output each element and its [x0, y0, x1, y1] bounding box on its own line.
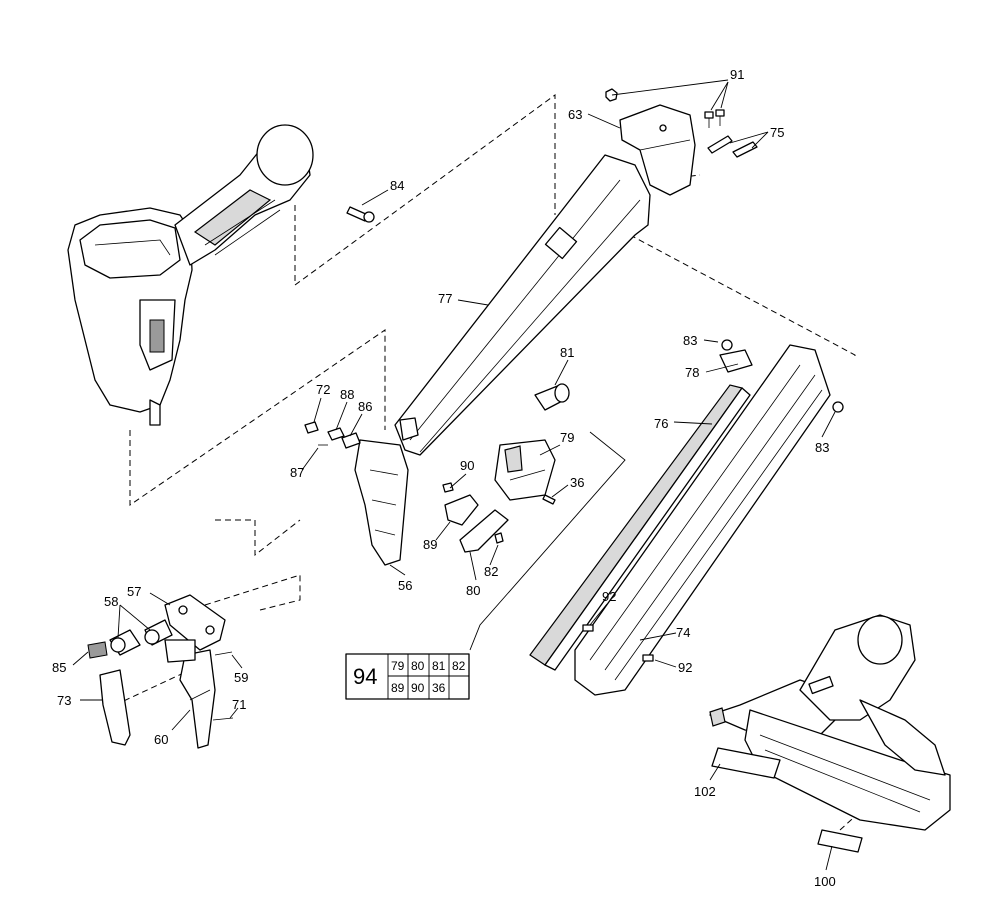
- callout-73: 73: [57, 693, 71, 708]
- assembled-nailer: [709, 614, 951, 831]
- label-strips: [711, 747, 863, 853]
- screws-top: [346, 88, 758, 223]
- callout-78: 78: [685, 365, 699, 380]
- callout-81: 81: [560, 345, 574, 360]
- callout-92-lower: 92: [678, 660, 692, 675]
- link-plate: [304, 421, 409, 566]
- bushing: [534, 383, 570, 411]
- kit-cell-36: 36: [432, 681, 446, 695]
- callout-79: 79: [560, 430, 574, 445]
- kit-number: 94: [353, 664, 377, 689]
- callout-89: 89: [423, 537, 437, 552]
- callout-88: 88: [340, 387, 354, 402]
- callout-63: 63: [568, 107, 582, 122]
- kit-cell-90: 90: [411, 681, 425, 695]
- callout-85: 85: [52, 660, 66, 675]
- kit-cell-82: 82: [452, 659, 466, 673]
- kit-cell-79: 79: [391, 659, 405, 673]
- kit-cell-89: 89: [391, 681, 405, 695]
- lower-plate-group: [87, 594, 226, 659]
- leader-lines: [72, 79, 836, 871]
- feed-arm: [394, 154, 651, 456]
- callout-60: 60: [154, 732, 168, 747]
- callout-59: 59: [234, 670, 248, 685]
- callout-80: 80: [466, 583, 480, 598]
- callout-82: 82: [484, 564, 498, 579]
- callout-83-right: 83: [815, 440, 829, 455]
- kit-cell-80: 80: [411, 659, 425, 673]
- top-bracket: [619, 104, 696, 196]
- callout-57: 57: [127, 584, 141, 599]
- callout-87: 87: [290, 465, 304, 480]
- kit-table: 94 79 80 81 82 89 90 36: [345, 653, 470, 700]
- kit-cell-81: 81: [432, 659, 446, 673]
- callout-75: 75: [770, 125, 784, 140]
- callout-90: 90: [460, 458, 474, 473]
- magazine-rail: [529, 384, 751, 671]
- callout-86: 86: [358, 399, 372, 414]
- callout-labels: 91 63 75 84 77 81 83 78 76 83 72 88 86 8…: [52, 67, 836, 889]
- callout-71: 71: [232, 697, 246, 712]
- callout-77: 77: [438, 291, 452, 306]
- callout-91: 91: [730, 67, 744, 82]
- callout-74: 74: [676, 625, 690, 640]
- magazine-body: [574, 339, 844, 696]
- callout-72: 72: [316, 382, 330, 397]
- callout-102: 102: [694, 784, 716, 799]
- housing-handle: [67, 124, 314, 426]
- callout-56: 56: [398, 578, 412, 593]
- kit-table-frame: [345, 653, 470, 700]
- callout-76: 76: [654, 416, 668, 431]
- callout-84: 84: [390, 178, 404, 193]
- callout-92-upper: 92: [602, 589, 616, 604]
- callout-100: 100: [814, 874, 836, 889]
- callout-83-top: 83: [683, 333, 697, 348]
- lower-latch-group: [99, 639, 234, 749]
- callout-36: 36: [570, 475, 584, 490]
- latch-assembly: [442, 439, 556, 553]
- callout-58: 58: [104, 594, 118, 609]
